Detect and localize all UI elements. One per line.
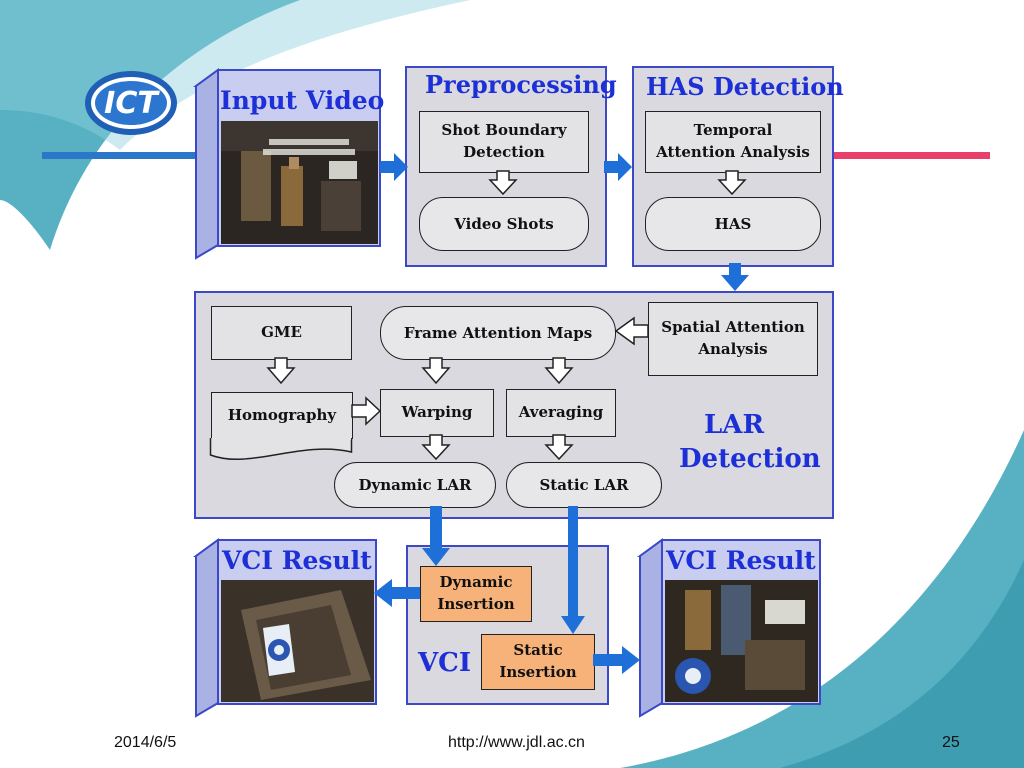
spatial-attention-analysis-box: Spatial Attention Analysis [648,302,818,376]
homography-document: Homography [211,392,353,439]
static-lar-pill: Static LAR [506,462,662,508]
frame-attention-maps-pill: Frame Attention Maps [380,306,616,360]
vci-result-right-frame [665,580,818,702]
header-rule-left [42,152,197,159]
warping-box: Warping [380,389,494,437]
vci-result-left-frame [221,580,374,702]
static-insertion-box: Static Insertion [481,634,595,690]
header-rule-right [830,152,990,159]
svg-text:ICT: ICT [104,86,160,121]
footer-date: 2014/6/5 [114,734,177,751]
footer-page-number: 25 [942,734,960,751]
vci-result-right-title: VCI Result [666,546,816,575]
input-video-frame [221,121,378,244]
ict-logo: ICT [85,71,177,135]
shot-boundary-detection-box: Shot Boundary Detection [419,111,589,173]
gme-box: GME [211,306,352,360]
lar-title-line1: LAR [704,410,765,440]
preprocessing-title: Preprocessing [425,70,617,99]
video-shots-pill: Video Shots [419,197,589,251]
dynamic-insertion-box: Dynamic Insertion [420,566,532,622]
input-video-title: Input Video [220,86,385,115]
vci-title: VCI [418,648,472,678]
dynamic-lar-pill: Dynamic LAR [334,462,496,508]
temporal-attention-analysis-box: Temporal Attention Analysis [645,111,821,173]
vci-result-left-title: VCI Result [222,546,372,575]
footer-url[interactable]: http://www.jdl.ac.cn [448,734,585,751]
has-detection-title: HAS Detection [646,72,844,101]
lar-title-line2: Detection [679,444,821,474]
has-pill: HAS [645,197,821,251]
averaging-box: Averaging [506,389,616,437]
